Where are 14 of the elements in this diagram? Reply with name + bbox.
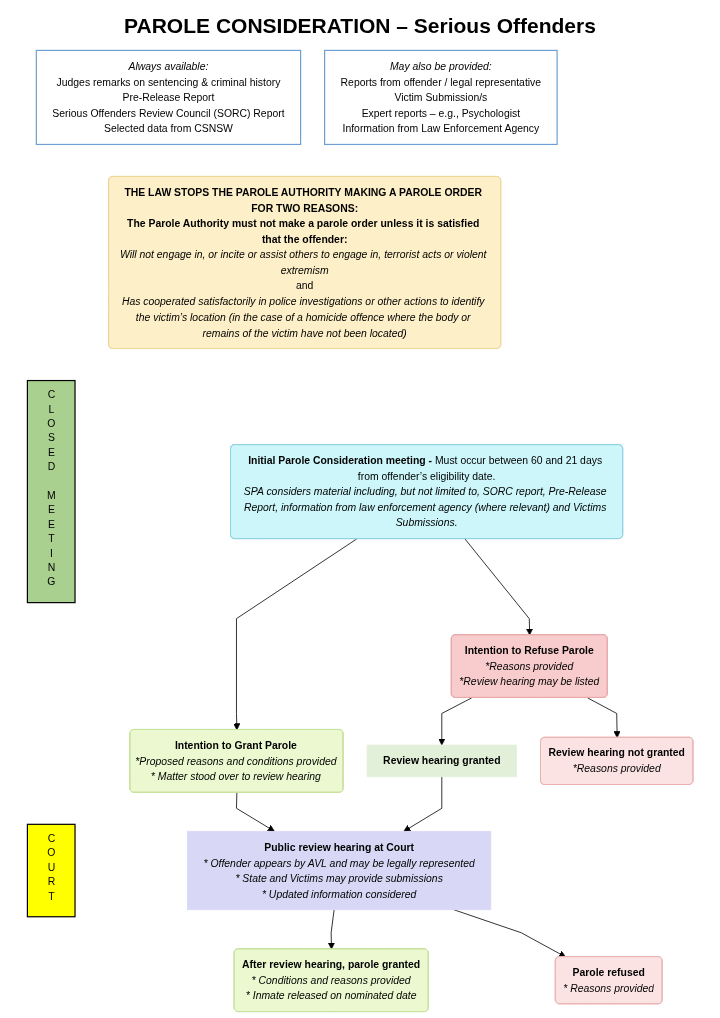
process-box: After review hearing, parole granted * Conditions and reasons provided * Inmate released on nominated date xyxy=(233,948,429,1012)
process-box: Intention to Refuse Parole *Reasons provided *Review hearing may be listed xyxy=(450,634,608,698)
process-box: Review hearing not granted *Reasons provided xyxy=(539,736,694,785)
title: PAROLE CONSIDERATION – Serious Offenders xyxy=(124,14,596,38)
process-box: Always available: Judges remarks on sentencing & criminal history Pre-Release Report Serious Offenders Review Council (SORC) Report Selected data from CSNSW xyxy=(35,49,301,146)
process-box: May also be provided: Reports from offender / legal representative Victim Submission/s Expert reports – e.g., Psychologist Information from Law Enforcement Agency xyxy=(323,49,558,146)
process-box: Initial Parole Consideration meeting - Must occur between 60 and 21 days from offender’s eligibility date. SPA considers material including, but not limited to, SORC report, Pre-Release Report, information from law enforcement agency (where relevant) and Victims Submissions. xyxy=(229,444,623,539)
phase-band: CLOSED MEETING xyxy=(26,379,76,604)
phase-band: COURT xyxy=(26,823,76,918)
process-box: THE LAW STOPS THE PAROLE AUTHORITY MAKING A PAROLE ORDER FOR TWO REASONS: The Parole Authority must not make a parole order unless it is satisfied that the offender: Will not engage in, or incite or assist others to engage in, terrorist acts or violent extremism and Has cooperated satisfactorily in police investigations or other actions to identify the victim’s location (in the case of a homicide offence where the body or remains of the victim have not been located) xyxy=(108,176,501,349)
process-box: Public review hearing at Court * Offender appears by AVL and may be legally represented * State and Victims may provide submissions * Updated information considered xyxy=(186,830,491,911)
process-box: Intention to Grant Parole *Proposed reasons and conditions provided * Matter stood over to review hearing xyxy=(129,729,344,793)
process-box: Parole refused * Reasons provided xyxy=(554,956,663,1005)
process-box: Review hearing granted xyxy=(366,744,517,778)
